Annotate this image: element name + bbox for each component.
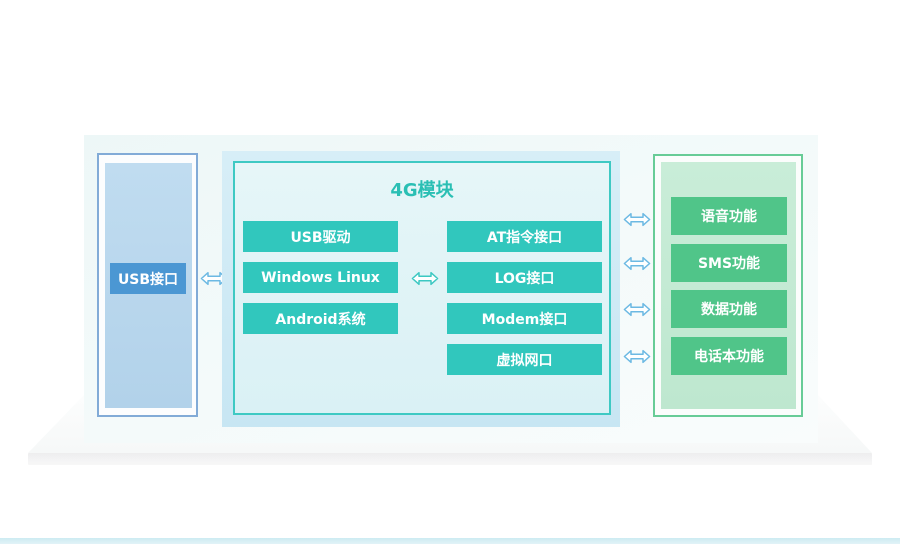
function-box-label: SMS功能	[697, 256, 761, 272]
interface-box-label: 虚拟网口	[496, 352, 553, 369]
stage-front-edge	[28, 453, 872, 465]
interface-box-log: LOG接口	[447, 262, 602, 293]
double-arrow-icon	[622, 349, 652, 364]
function-box-voice: 语音功能	[671, 197, 787, 235]
interface-box-modem: Modem接口	[447, 303, 602, 334]
os-box-usb-driver: USB驱动	[243, 221, 398, 252]
function-box-sms: SMS功能	[671, 244, 787, 282]
interface-box-label: Modem接口	[481, 311, 568, 328]
function-box-label: 电话本功能	[694, 349, 764, 365]
bottom-divider-strip	[0, 538, 900, 544]
function-box-data: 数据功能	[671, 290, 787, 328]
usb-interface-box: USB接口	[110, 263, 186, 294]
interface-box-at-command: AT指令接口	[447, 221, 602, 252]
double-arrow-icon	[622, 256, 652, 271]
function-box-label: 数据功能	[701, 302, 757, 318]
interface-box-label: LOG接口	[494, 270, 555, 287]
double-arrow-icon	[199, 271, 229, 286]
os-box-windows-linux: Windows Linux	[243, 262, 398, 293]
os-box-label: Windows Linux	[261, 269, 380, 286]
module-panel-title: 4G模块	[390, 180, 454, 201]
function-box-phonebook: 电话本功能	[671, 337, 787, 375]
interface-box-label: AT指令接口	[486, 229, 563, 246]
double-arrow-icon	[410, 271, 440, 286]
os-box-android: Android系统	[243, 303, 398, 334]
double-arrow-icon	[622, 302, 652, 317]
os-box-label: USB驱动	[290, 229, 351, 246]
double-arrow-icon	[622, 212, 652, 227]
function-box-label: 语音功能	[701, 209, 757, 225]
interface-box-virtual-network: 虚拟网口	[447, 344, 602, 375]
usb-interface-label: USB接口	[117, 271, 179, 288]
os-box-label: Android系统	[275, 311, 366, 328]
